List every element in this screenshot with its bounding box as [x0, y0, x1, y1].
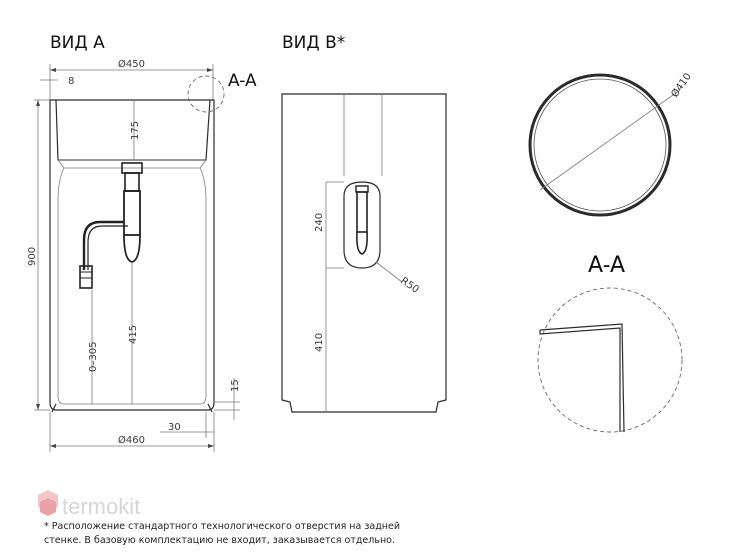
view-a: ВИД А Ø450 8 — [27, 33, 257, 452]
dim-bowl-depth: 175 — [130, 121, 141, 140]
dim-hole-radius: R50 — [398, 275, 420, 295]
section-marker-circle — [187, 75, 225, 113]
dim-wall-thickness: 8 — [68, 76, 74, 87]
view-b: ВИД В* 240 410 R50 — [281, 33, 447, 413]
section-a-a: A-A — [537, 253, 683, 433]
brand-watermark: termokit — [62, 494, 140, 519]
section-profile — [539, 323, 625, 433]
dim-base-height: 15 — [230, 379, 241, 392]
basin-body-outline — [49, 99, 215, 411]
pedestal-back-outline — [281, 93, 447, 413]
rear-hole-outline — [343, 181, 381, 269]
section-title: A-A — [588, 253, 625, 278]
view-a-title: ВИД А — [50, 33, 105, 53]
top-view: Ø410 — [528, 71, 694, 217]
footnote-line-1: * Расположение стандартного технологичес… — [44, 521, 400, 532]
brand-logo: termokit — [38, 490, 140, 519]
view-b-title: ВИД В* — [282, 33, 345, 53]
dim-hole-elevation: 410 — [314, 333, 325, 352]
dim-base-offset: 30 — [168, 422, 181, 433]
footnote-line-2: стенке. В базовую комплектацию не входит… — [44, 535, 395, 546]
dim-inlet-height: 0–305 — [88, 342, 99, 372]
basin-rim-circle — [528, 73, 672, 217]
dim-drain-height: 415 — [128, 325, 139, 344]
dim-top-diameter: Ø450 — [118, 58, 145, 70]
dim-hole-height: 240 — [314, 213, 325, 232]
dim-circle-diameter: Ø410 — [669, 71, 694, 100]
siphon-icon — [79, 162, 143, 289]
dim-base-diameter: Ø460 — [118, 434, 145, 446]
rear-hole-pipe-icon — [355, 185, 369, 255]
section-detail-circle — [537, 287, 683, 433]
section-marker-label: A-A — [228, 71, 257, 91]
dim-height: 900 — [27, 247, 38, 266]
